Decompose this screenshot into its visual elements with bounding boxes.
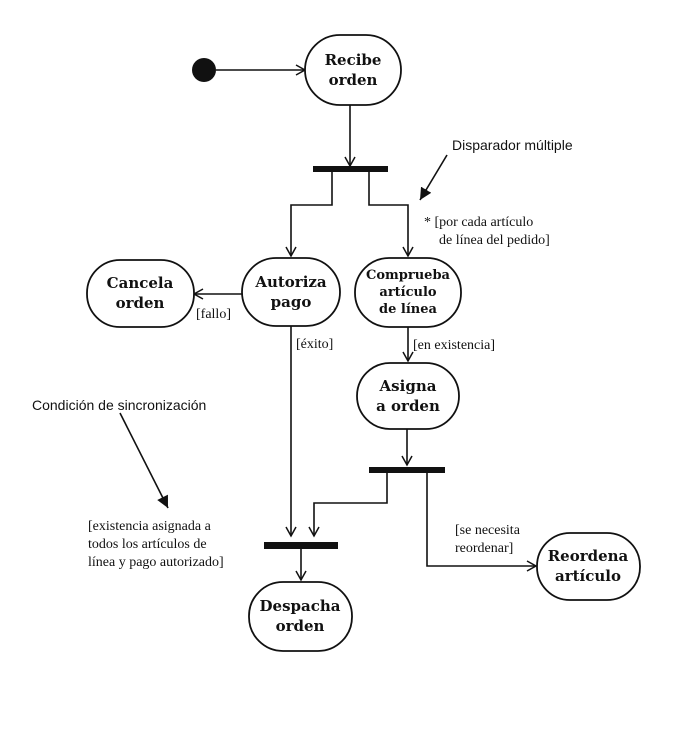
edge-fork2-to-join [308, 473, 388, 538]
guard-se-necesita-line-2: reordenar] [455, 541, 513, 556]
note-arrow-disparador [419, 154, 448, 201]
guard-existencia-line-1: [existencia asignada a [88, 519, 212, 534]
state-reordena-articulo: Reordena artículo [536, 532, 641, 601]
fork-bar-1 [313, 166, 388, 172]
state-despacha-line-2: orden [276, 617, 325, 635]
state-recibe-line-2: orden [329, 71, 378, 89]
guard-en-existencia: [en existencia] [413, 338, 495, 353]
state-reordena-line-2: artículo [555, 567, 621, 585]
guard-fallo: [fallo] [196, 307, 231, 322]
state-asigna-orden: Asigna a orden [356, 362, 460, 430]
guard-por-cada-line-1: * [por cada artículo [424, 215, 533, 230]
initial-node [192, 58, 216, 82]
state-asigna-line-1: Asigna [379, 377, 437, 395]
state-despacha-orden: Despacha orden [248, 581, 353, 652]
guard-se-necesita-line-1: [se necesita [455, 523, 521, 538]
note-condicion-sincronizacion: Condición de sincronización [32, 397, 206, 413]
state-comprueba-line-1: Comprueba [366, 268, 451, 283]
state-cancela-line-1: Cancela [107, 274, 174, 292]
edge-fork2-to-reordena [426, 473, 538, 572]
note-disparador-multiple: Disparador múltiple [452, 137, 573, 153]
fork-bar-2 [369, 467, 445, 473]
join-bar [264, 542, 338, 549]
edge-fork-to-autoriza [285, 172, 333, 258]
state-autoriza-pago: Autoriza pago [241, 257, 341, 327]
guard-existencia-line-2: todos los artículos de [88, 537, 207, 552]
note-arrow-condicion [119, 412, 169, 509]
state-despacha-line-1: Despacha [260, 597, 341, 615]
state-recibe-orden: Recibe orden [304, 34, 402, 106]
state-recibe-line-1: Recibe [325, 51, 382, 69]
state-comprueba-line-3: de línea [379, 302, 437, 317]
guard-existencia-line-3: línea y pago autorizado] [88, 555, 224, 570]
state-comprueba-line-2: artículo [379, 285, 437, 300]
edge-fork-to-comprueba [368, 172, 414, 258]
state-cancela-orden: Cancela orden [86, 259, 195, 328]
state-reordena-line-1: Reordena [548, 547, 629, 565]
state-comprueba-articulo: Comprueba artículo de línea [354, 257, 462, 328]
guard-por-cada-line-2: de línea del pedido] [439, 233, 550, 248]
state-asigna-line-2: a orden [376, 397, 440, 415]
state-autoriza-line-2: pago [271, 293, 312, 311]
state-autoriza-line-1: Autoriza [254, 273, 327, 291]
guard-exito: [éxito] [296, 337, 333, 352]
state-cancela-line-2: orden [116, 294, 165, 312]
